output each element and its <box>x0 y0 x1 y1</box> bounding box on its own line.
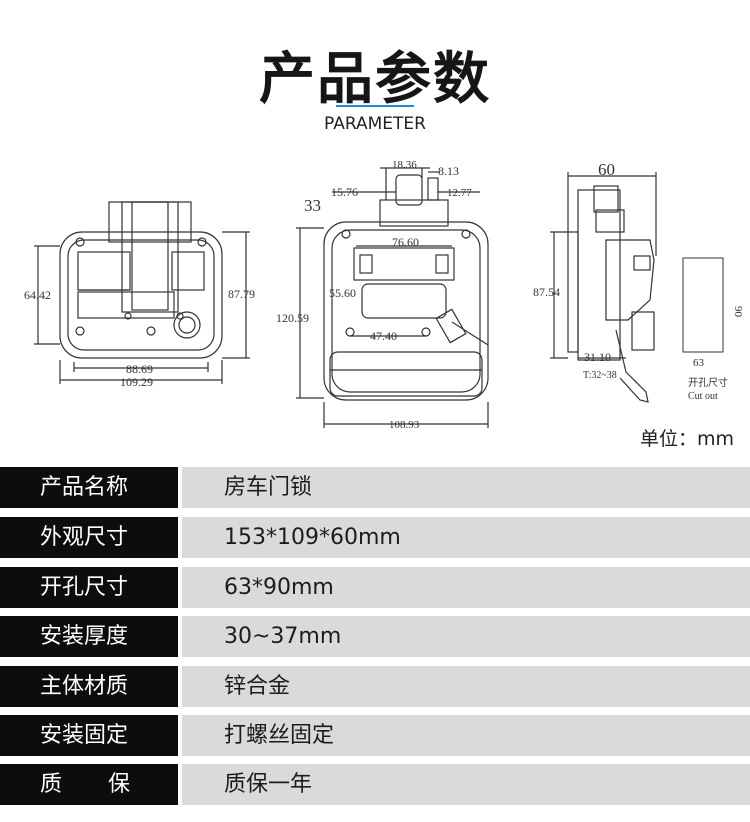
dim-text: 76.60 <box>392 235 419 249</box>
dim-text: 12.77 <box>447 187 472 199</box>
spec-label: 质保 <box>0 764 178 805</box>
spec-label: 外观尺寸 <box>0 517 178 558</box>
spec-row: 外观尺寸 153*109*60mm <box>0 517 750 558</box>
spec-label: 产品名称 <box>0 467 178 508</box>
spec-row: 安装厚度 30~37mm <box>0 616 750 657</box>
dim-text: 8.13 <box>438 164 459 178</box>
cutout-rectangle <box>682 257 724 353</box>
spec-value: 打螺丝固定 <box>182 715 750 756</box>
unit-label: 单位：mm <box>639 428 734 450</box>
spec-value: 30~37mm <box>182 616 750 657</box>
dim-text: 87.54 <box>533 285 560 299</box>
dim-text: 47.40 <box>370 329 397 343</box>
spec-value: 质保一年 <box>182 764 750 805</box>
dim-text: 64.42 <box>24 288 51 302</box>
cutout-height-text: 90 <box>732 306 744 318</box>
dim-text: 15.76 <box>331 185 358 199</box>
spec-row: 主体材质 锌合金 <box>0 666 750 707</box>
dim-text: 33 <box>304 196 321 215</box>
dim-text: T:32~38 <box>583 370 617 381</box>
technical-drawing: 64.42 87.79 88.69 109.29 18.36 8.13 15.7… <box>24 159 744 431</box>
side-view-drawing <box>550 172 657 403</box>
cutout-width-text: 63 <box>693 357 705 369</box>
dim-text: 109.29 <box>120 375 153 389</box>
cutout-label-en: Cut out <box>688 391 718 402</box>
dim-text: 88.69 <box>126 362 153 376</box>
spec-row: 产品名称 房车门锁 <box>0 467 750 508</box>
title-underline <box>336 105 414 107</box>
cutout-label-cn: 开孔尺寸 <box>688 376 728 389</box>
middle-view-drawing <box>296 167 489 428</box>
spec-label: 主体材质 <box>0 666 178 707</box>
dim-text: 60 <box>598 160 615 179</box>
front-view-drawing <box>34 201 250 384</box>
spec-row: 安装固定 打螺丝固定 <box>0 715 750 756</box>
spec-value: 锌合金 <box>182 666 750 707</box>
spec-value: 63*90mm <box>182 567 750 608</box>
dim-text: 55.60 <box>329 286 356 300</box>
page-subtitle: PARAMETER <box>324 114 426 134</box>
dim-text: 31.10 <box>584 350 611 364</box>
dim-text: 108.93 <box>389 419 420 431</box>
page-title: 产品参数 <box>259 47 491 112</box>
dim-text: 120.59 <box>276 311 309 325</box>
spec-label: 安装固定 <box>0 715 178 756</box>
spec-row: 质保 质保一年 <box>0 764 750 805</box>
dim-text: 18.36 <box>392 159 417 171</box>
spec-value: 153*109*60mm <box>182 517 750 558</box>
spec-label: 开孔尺寸 <box>0 567 178 608</box>
dim-text: 87.79 <box>228 287 255 301</box>
spec-label: 安装厚度 <box>0 616 178 657</box>
spec-value: 房车门锁 <box>182 467 750 508</box>
spec-row: 开孔尺寸 63*90mm <box>0 567 750 608</box>
